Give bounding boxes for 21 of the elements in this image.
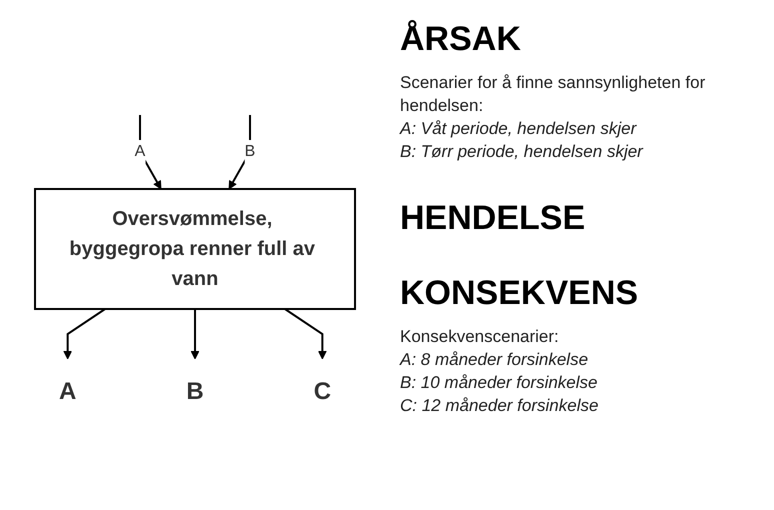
node-box: Oversvømmelse, byggegropa renner full av vann [34, 188, 356, 310]
heading: ÅRSAK [400, 20, 522, 59]
edge-label: A [134, 143, 146, 160]
arrow [139, 115, 162, 190]
scenario-text: C: 12 måneder forsinkelse [400, 395, 600, 417]
arrow [63, 308, 106, 360]
edge-label: B [244, 143, 256, 160]
note-text: Scenarier for å finne sannsynligheten for hendelsen: [400, 72, 706, 117]
node-text: B [186, 378, 204, 405]
note-text: Konsekvenscenarier: [400, 326, 560, 348]
scenario-text: B: Tørr periode, hendelsen skjer [400, 141, 644, 163]
scenario-text: A: 8 måneder forsinkelse [400, 349, 590, 371]
scenario-text: B: 10 måneder forsinkelse [400, 372, 598, 394]
node-text: A [58, 378, 76, 405]
heading: KONSEKVENS [400, 274, 640, 313]
arrow [190, 309, 200, 360]
scenario-text: A: Våt periode, hendelsen skjer [400, 118, 638, 140]
node-text: C [314, 378, 332, 405]
arrow [284, 308, 327, 360]
heading: HENDELSE [400, 199, 586, 238]
arrow [228, 115, 251, 190]
